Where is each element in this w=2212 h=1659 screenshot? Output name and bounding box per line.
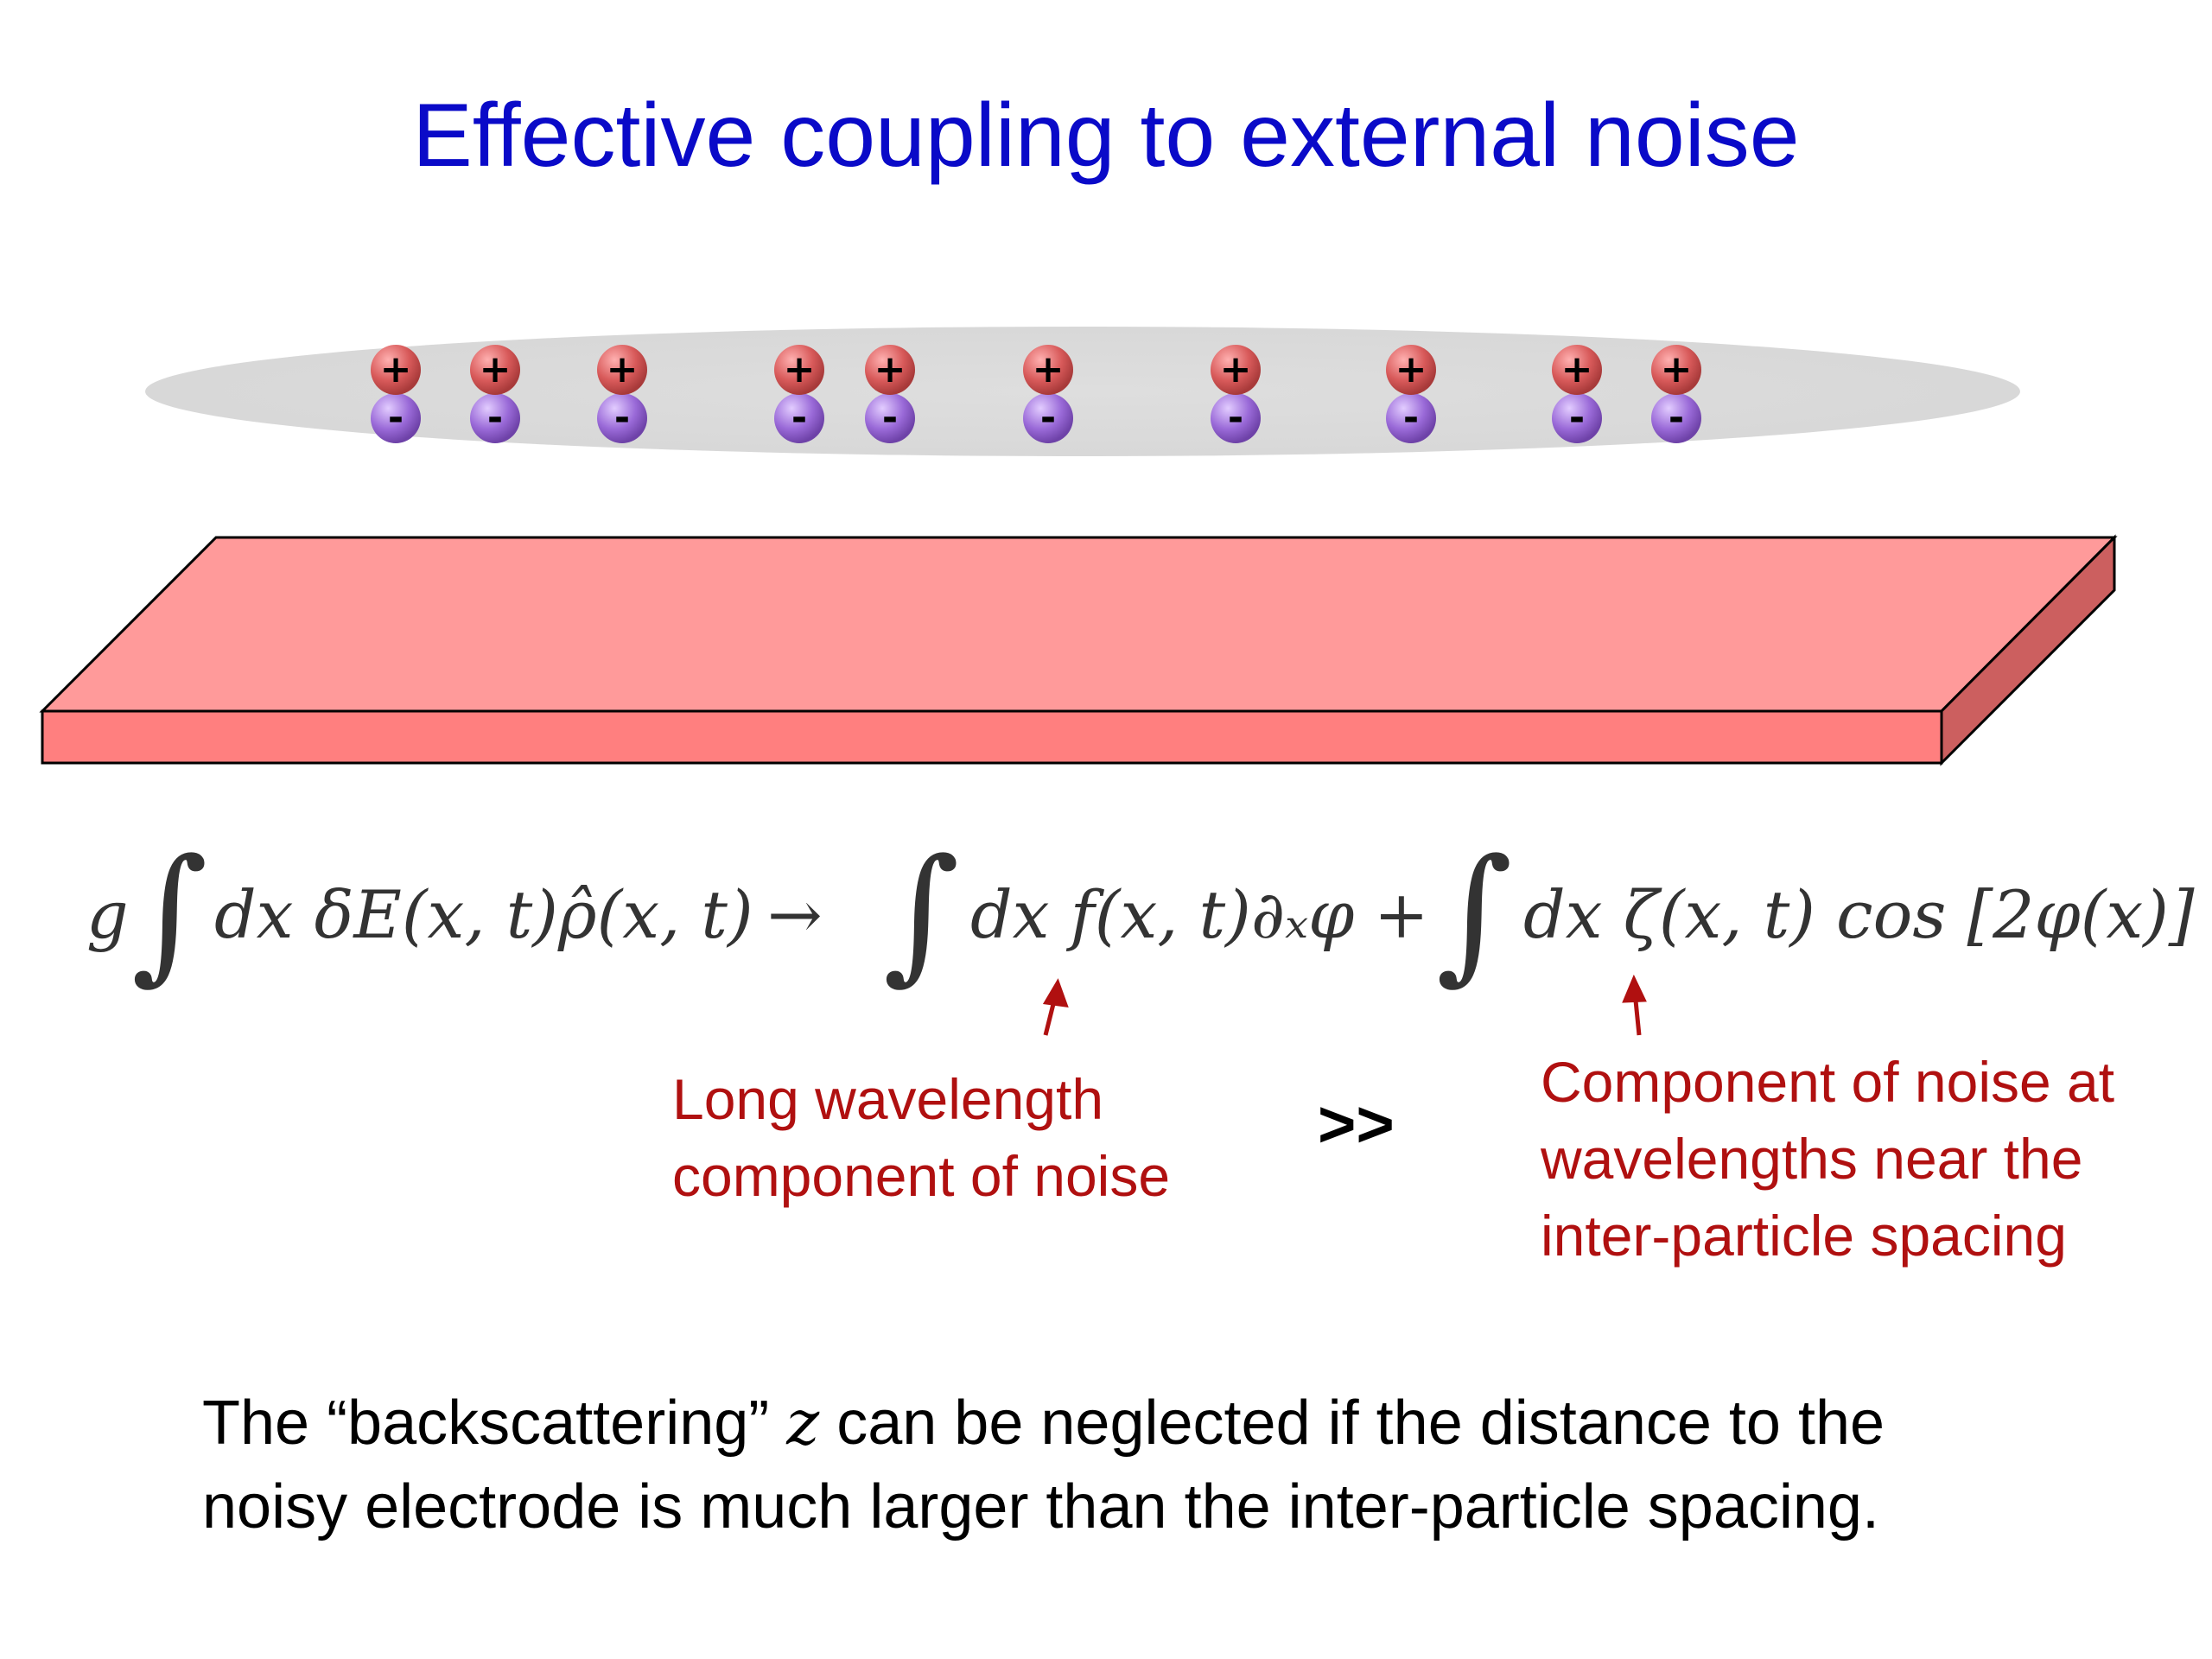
positive-charge-sphere (1651, 345, 1701, 395)
positive-charge-label: + (1661, 347, 1693, 391)
footer-note: The “backscattering” z can be neglected … (202, 1381, 1885, 1549)
positive-charge-sphere (1552, 345, 1602, 395)
electrode-front-face (41, 709, 1943, 765)
particle-cloud (145, 327, 2020, 456)
charge-pair: -+ (774, 345, 824, 443)
negative-charge-label: - (388, 396, 404, 440)
charge-pair: -+ (1023, 345, 1073, 443)
equation: g ∫ dx δE(x, t)ρ̂(x, t) → ∫ dx f(x, t)∂ₓ… (86, 828, 2195, 999)
footer-line-2: noisy electrode is much larger than the … (202, 1472, 1879, 1542)
charge-pair: -+ (470, 345, 520, 443)
positive-charge-label: + (784, 347, 816, 391)
negative-charge-sphere (1651, 393, 1701, 443)
much-greater-than: >> (1318, 1088, 1395, 1161)
eq-term1: dx f(x, t)∂ₓφ (970, 876, 1354, 953)
noisy-electrode (39, 534, 2118, 766)
caption-line: Long wavelength (672, 1067, 1104, 1131)
negative-charge-sphere (1386, 393, 1436, 443)
charge-pair: -+ (371, 345, 421, 443)
negative-charge-label: - (1403, 396, 1419, 440)
arrow-right-head (1622, 974, 1647, 1003)
negative-charge-sphere (1211, 393, 1261, 443)
negative-charge-sphere (371, 393, 421, 443)
positive-charge-sphere (470, 345, 520, 395)
footer-line-1: The “backscattering” z can be neglected … (202, 1386, 1885, 1459)
negative-charge-label: - (791, 396, 807, 440)
eq-g: g (86, 876, 129, 953)
eq-plus: + (1374, 876, 1429, 953)
negative-charge-sphere (597, 393, 647, 443)
negative-charge-sphere (1023, 393, 1073, 443)
negative-charge-label: - (1228, 396, 1243, 440)
negative-charge-label: - (1569, 396, 1585, 440)
integral-sign-2: ∫ (883, 828, 960, 999)
integral-sign-3: ∫ (1436, 828, 1513, 999)
long-wavelength-caption: Long wavelength component of noise (672, 1061, 1170, 1215)
positive-charge-label: + (1033, 347, 1065, 391)
slide-title: Effective coupling to external noise (412, 86, 1800, 186)
caption-line: inter-particle spacing (1541, 1204, 2067, 1268)
eq-arrow: → (767, 876, 823, 953)
negative-charge-label: - (1669, 396, 1684, 440)
positive-charge-label: + (607, 347, 639, 391)
positive-charge-label: + (480, 347, 512, 391)
negative-charge-sphere (865, 393, 915, 443)
positive-charge-label: + (380, 347, 412, 391)
charge-pair: -+ (1552, 345, 1602, 443)
charge-pairs: -+-+-+-+-+-+-+-+-+-+ (371, 345, 1701, 443)
positive-charge-label: + (1395, 347, 1427, 391)
positive-charge-sphere (1386, 345, 1436, 395)
negative-charge-sphere (1552, 393, 1602, 443)
backscattering-variable: z (786, 1386, 820, 1459)
charge-pair: -+ (865, 345, 915, 443)
negative-charge-label: - (1040, 396, 1056, 440)
charge-pair: -+ (597, 345, 647, 443)
positive-charge-sphere (774, 345, 824, 395)
positive-charge-label: + (1220, 347, 1252, 391)
negative-charge-label: - (882, 396, 898, 440)
electrode-top-face (39, 536, 2118, 713)
arrow-left-head (1042, 978, 1069, 1008)
caption-line: wavelengths near the (1541, 1127, 2083, 1192)
annotation-arrows (1042, 974, 1647, 1036)
short-wavelength-caption: Component of noise at wavelengths near t… (1541, 1044, 2114, 1274)
charge-pair: -+ (1211, 345, 1261, 443)
caption-line: component of noise (672, 1144, 1171, 1209)
positive-charge-sphere (1023, 345, 1073, 395)
eq-term2: dx ζ(x, t) cos [2φ(x)] (1523, 876, 2195, 953)
positive-charge-sphere (1211, 345, 1261, 395)
positive-charge-sphere (371, 345, 421, 395)
charge-pair: -+ (1386, 345, 1436, 443)
charge-pair: -+ (1651, 345, 1701, 443)
caption-line: Component of noise at (1541, 1050, 2115, 1114)
positive-charge-label: + (1561, 347, 1593, 391)
positive-charge-sphere (597, 345, 647, 395)
negative-charge-sphere (470, 393, 520, 443)
negative-charge-sphere (774, 393, 824, 443)
positive-charge-sphere (865, 345, 915, 395)
integral-sign-1: ∫ (131, 828, 208, 999)
positive-charge-label: + (874, 347, 906, 391)
negative-charge-label: - (487, 396, 503, 440)
eq-lhs-integrand: dx δE(x, t)ρ̂(x, t) (214, 876, 753, 953)
negative-charge-label: - (614, 396, 630, 440)
